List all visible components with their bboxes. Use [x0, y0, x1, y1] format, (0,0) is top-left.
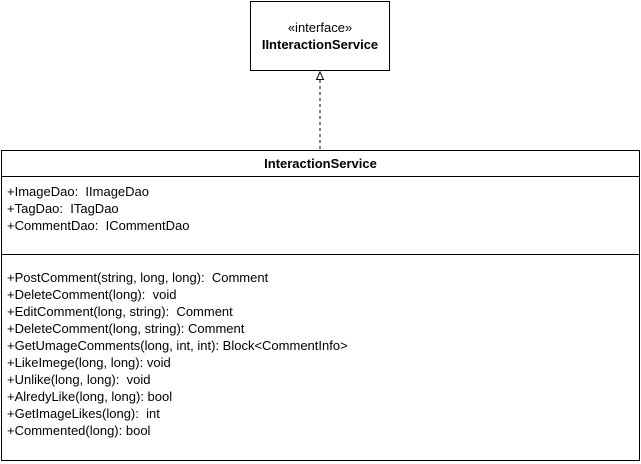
method: +GetImageLikes(long): int [7, 406, 160, 421]
method: +EditComment(long, string): Comment [7, 304, 233, 319]
interface-name: IInteractionService [261, 37, 379, 52]
method: +AlredyLike(long, long): bool [7, 389, 173, 404]
interface-stereotype: «interface» [287, 20, 353, 35]
method: +DeleteComment(long, string): Comment [7, 321, 245, 336]
method: +DeleteComment(long): void [7, 287, 177, 302]
realization-arrowhead [315, 70, 325, 80]
attributes-compartment: +ImageDao: IImageDao +TagDao: ITagDao +C… [2, 177, 639, 255]
class-name: InteractionService [2, 151, 639, 177]
attribute: +TagDao: ITagDao [7, 201, 119, 216]
method: +PostComment(string, long, long): Commen… [7, 270, 269, 285]
method: +Commented(long): bool [7, 423, 151, 438]
interface-box[interactable]: «interface» IInteractionService [250, 1, 390, 71]
methods-compartment: +PostComment(string, long, long): Commen… [2, 255, 639, 439]
method: +GetUmageComments(long, int, int): Block… [7, 338, 348, 353]
class-box[interactable]: InteractionService +ImageDao: IImageDao … [1, 150, 640, 461]
method: +Unlike(long, long): void [7, 372, 151, 387]
attribute: +CommentDao: ICommentDao [7, 218, 190, 233]
attribute: +ImageDao: IImageDao [7, 184, 149, 199]
method: +LikeImege(long, long): void [7, 355, 171, 370]
